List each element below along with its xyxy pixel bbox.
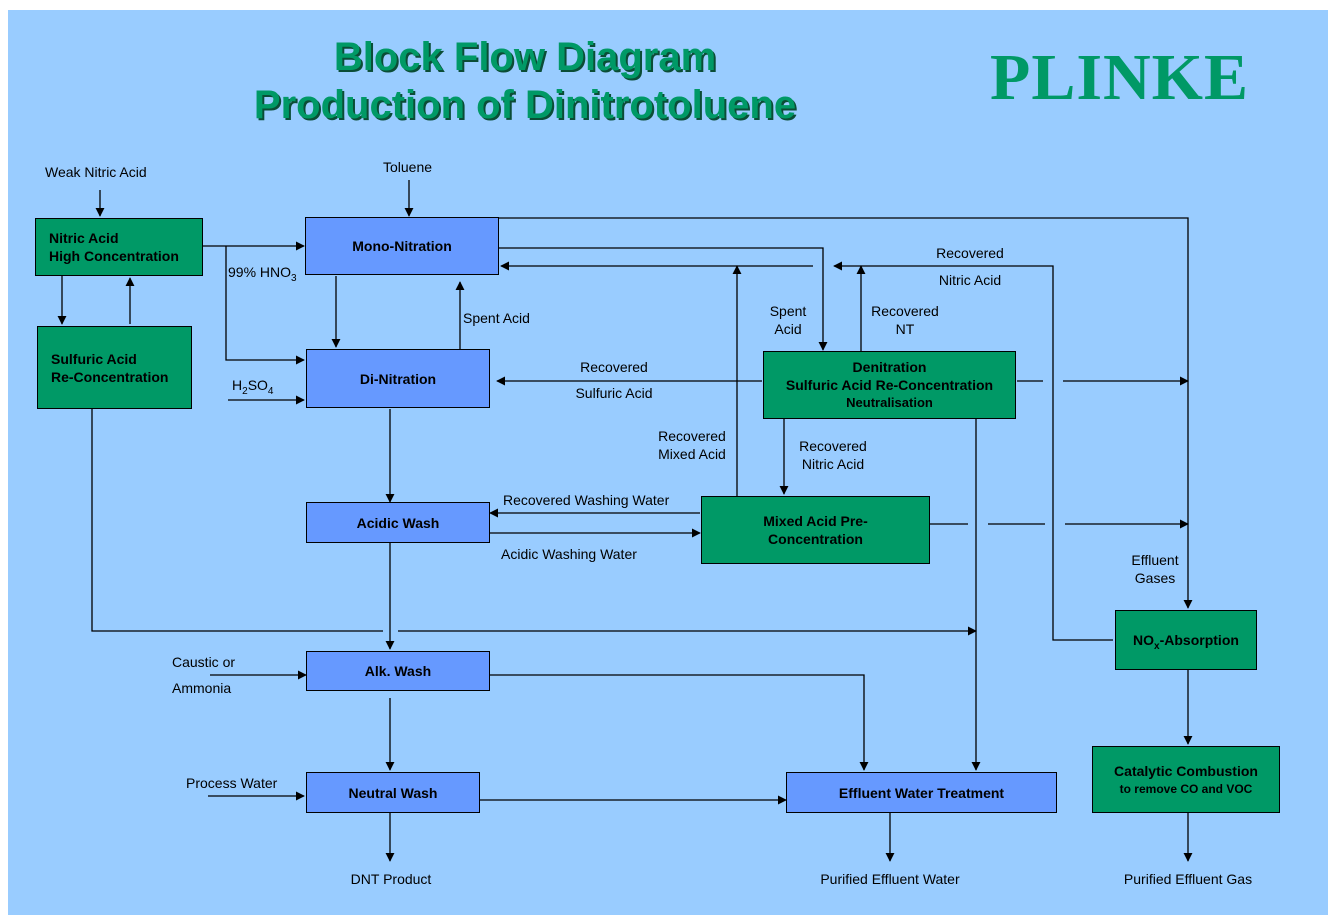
mixed-acid-preconcentration-block: Mixed Acid Pre-Concentration [701,496,930,564]
di-nitration-block: Di-Nitration [306,349,490,408]
spent-acid-label: Spent Acid [463,310,530,326]
process-water-label: Process Water [186,775,278,791]
nox-absorption-block: NOx-Absorption [1115,610,1257,670]
weak-nitric-acid-label: Weak Nitric Acid [45,164,147,180]
diagram-title-line1: Block Flow Diagram [333,35,717,79]
recovered-washing-water-label: Recovered Washing Water [503,492,670,508]
h2so4-label: H2SO4 [232,377,274,397]
purified-effluent-water-label: Purified Effluent Water [820,871,960,887]
diagram-title-line2: Production of Dinitrotoluene [253,83,797,127]
toluene-label: Toluene [383,159,433,175]
acidic-wash-block: Acidic Wash [306,502,490,543]
mono-nitration-block: Mono-Nitration [305,217,499,275]
neutral-wash-block: Neutral Wash [306,772,480,813]
hno3-label: 99% HNO3 [228,264,297,284]
purified-effluent-gas-label: Purified Effluent Gas [1123,871,1253,887]
plinke-logo: PLINKE [990,41,1250,114]
effluent-water-treatment-block: Effluent Water Treatment [786,772,1057,813]
dnt-product-label: DNT Product [350,871,432,887]
alk-wash-block: Alk. Wash [306,651,490,691]
acidic-washing-water-label: Acidic Washing Water [501,546,637,562]
